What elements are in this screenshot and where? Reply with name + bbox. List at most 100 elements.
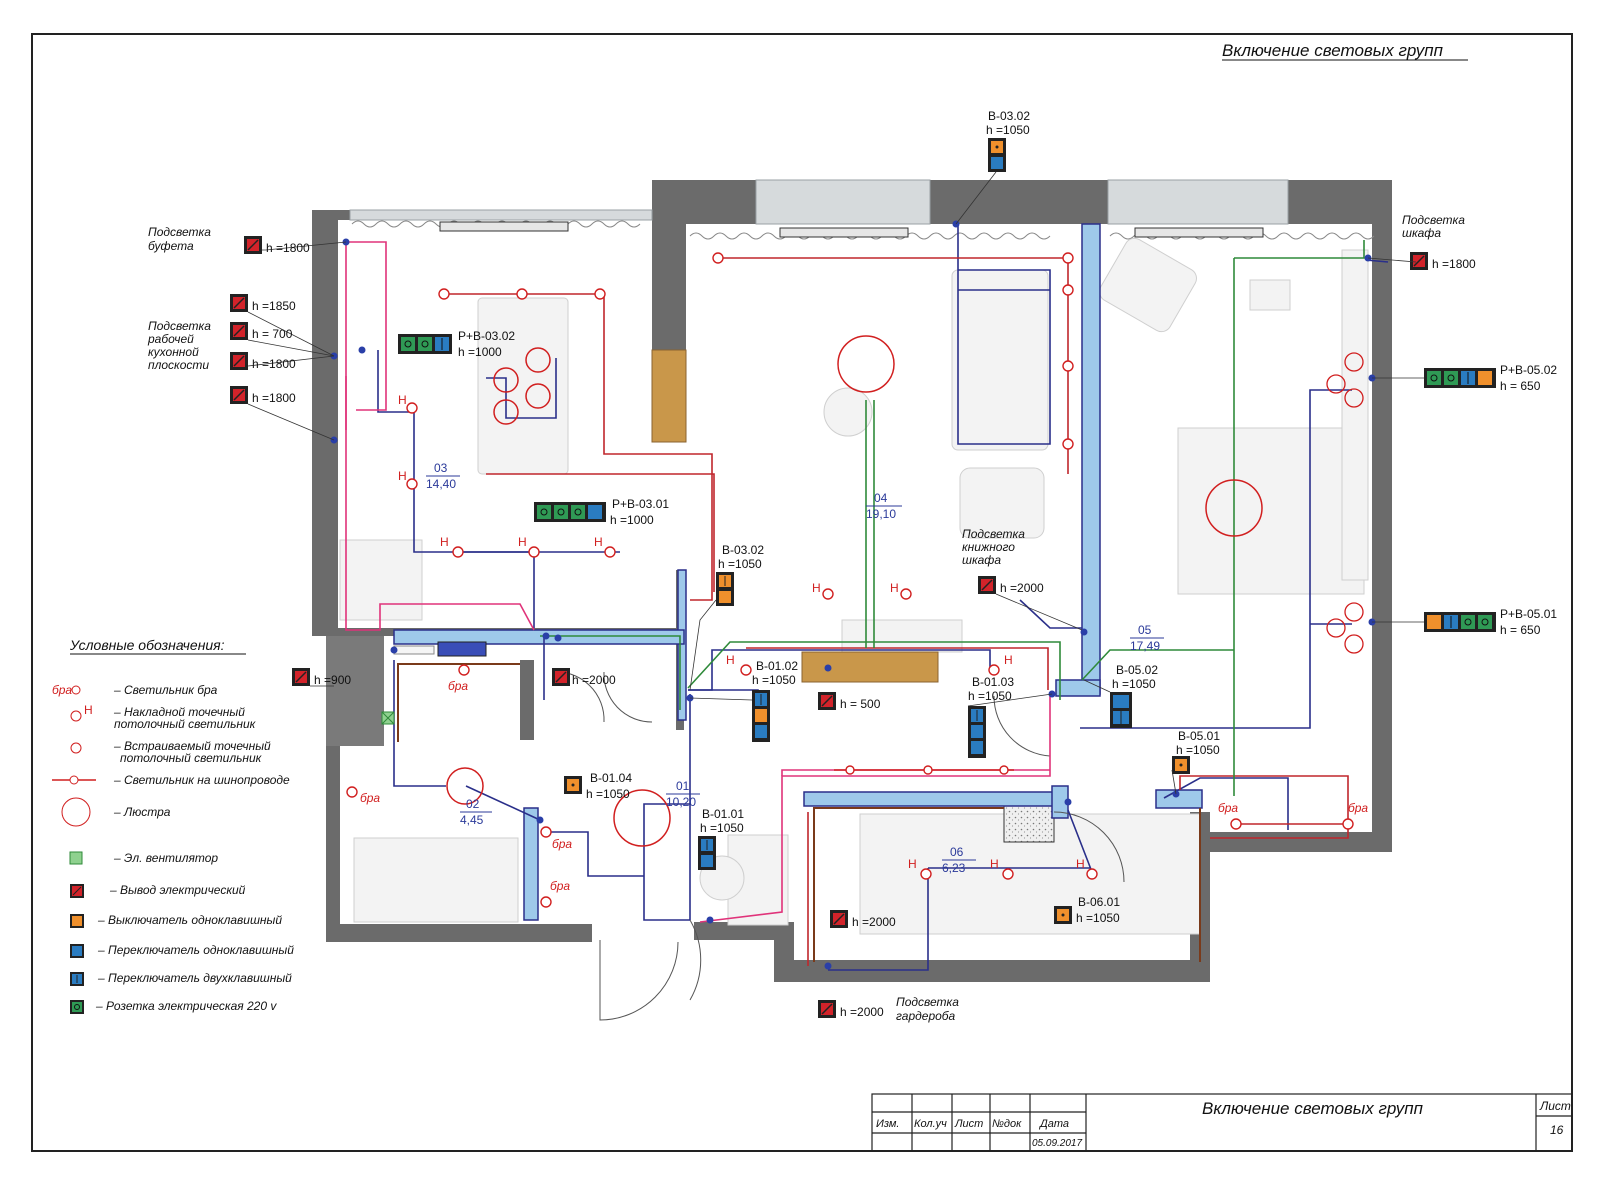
- ducts: [393, 223, 1203, 921]
- svg-text:Н: Н: [440, 535, 449, 549]
- device-height: h =1050: [1076, 911, 1120, 925]
- svg-text:Н: Н: [726, 653, 735, 667]
- sheet-frame: [31, 33, 1573, 1152]
- annotation-kitchen-1: Подсветка: [148, 319, 211, 333]
- legend-item: – Переключатель двухклавишный: [97, 971, 292, 985]
- annotation-kitchen-2: рабочей: [147, 332, 194, 346]
- outlet-height: h =2000: [852, 915, 896, 929]
- legend-item: – Светильник на шинопроводе: [113, 773, 290, 787]
- annotation-bookcase-3: шкафа: [962, 553, 1001, 567]
- svg-text:Н: Н: [1004, 653, 1013, 667]
- wires-green: [540, 240, 1365, 796]
- device-height: h = 650: [1500, 379, 1541, 393]
- wood-panels: [651, 349, 939, 683]
- leader-lines: [247, 171, 1424, 795]
- rail-light: [834, 765, 1014, 775]
- room-04: 04 19,10: [866, 491, 902, 521]
- device-height: h =1000: [610, 513, 654, 527]
- room-06: 066,23: [942, 845, 976, 875]
- doors: [551, 671, 1125, 1021]
- svg-text:Н: Н: [990, 857, 999, 871]
- device-code: В-05.01: [1178, 729, 1220, 743]
- legend-item: – Накладной точечный: [113, 705, 245, 719]
- device-code: В-01.01: [702, 807, 744, 821]
- annotation-bookcase-1: Подсветка: [962, 527, 1025, 541]
- legend-item: – Люстра: [113, 805, 171, 819]
- annotation-bookcase-2: книжного: [962, 540, 1015, 554]
- junction-dots: [330, 220, 1376, 970]
- outlet-height: h =2000: [840, 1005, 884, 1019]
- device-code: В-01.03: [972, 675, 1014, 689]
- walls: [312, 180, 1392, 982]
- legend-item: – Вывод электрический: [109, 883, 246, 897]
- legend-item: – Эл. вентилятор: [113, 851, 218, 865]
- annotation-kitchen-3: кухонной: [148, 345, 199, 359]
- device-code: В-05.02: [1116, 663, 1158, 677]
- svg-text:Н: Н: [1076, 857, 1085, 871]
- legend-item: потолочный светильник: [114, 717, 257, 731]
- device-code: Р+В-03.01: [612, 497, 669, 511]
- outlet-labels: h =1800 h =1850 h = 700 h =1800 h =1800 …: [252, 241, 1476, 1019]
- annotation-garderob-1: Подсветка: [896, 995, 959, 1009]
- electrical-outlets: [230, 236, 1428, 1018]
- svg-text:04: 04: [874, 491, 888, 505]
- device-height: h = 650: [1500, 623, 1541, 637]
- windows: [349, 179, 1289, 225]
- svg-text:19,10: 19,10: [866, 507, 896, 521]
- device-code: Р+В-05.02: [1500, 363, 1557, 377]
- outlet-height: h = 700: [252, 327, 293, 341]
- bedside-lights: [1326, 352, 1364, 654]
- device-height: h =1050: [718, 557, 762, 571]
- legend-item: – Переключатель одноклавишный: [97, 943, 294, 957]
- device-labels: В-03.02 h =1050 Р+В-03.02 h =1000 Р+В-03…: [458, 109, 1557, 925]
- legend-item: – Выключатель одноклавишный: [97, 913, 282, 927]
- outlet-height: h =1800: [1432, 257, 1476, 271]
- title-block-title: Включение световых групп: [1202, 1099, 1424, 1118]
- outlet-height: h =2000: [572, 673, 616, 687]
- legend-item: – Светильник бра: [113, 683, 218, 697]
- spot-lights: [346, 252, 1354, 908]
- device-code: В-06.01: [1078, 895, 1120, 909]
- tb-header-list: Лист: [954, 1118, 983, 1130]
- device-height: h =1050: [968, 689, 1012, 703]
- svg-text:бра: бра: [1348, 801, 1368, 815]
- svg-text:Н: Н: [908, 857, 917, 871]
- outlet-height: h =1850: [252, 299, 296, 313]
- svg-text:17,49: 17,49: [1130, 639, 1160, 653]
- tb-sheet-label: Лист: [1539, 1099, 1571, 1113]
- annotation-wardrobe-2: шкафа: [1402, 226, 1441, 240]
- annotation-bufet-2: буфета: [148, 239, 194, 253]
- device-code: Р+В-03.02: [458, 329, 515, 343]
- tb-date: 05.09.2017: [1032, 1138, 1082, 1149]
- device-code: Р+В-05.01: [1500, 607, 1557, 621]
- svg-text:4,45: 4,45: [460, 813, 484, 827]
- kitchen-counter-dots: [393, 645, 435, 655]
- legend: Условные обозначения: бра Н – Светильник…: [52, 637, 294, 1014]
- svg-text:Н: Н: [398, 469, 407, 483]
- room-02: 024,45: [460, 797, 492, 827]
- fan-symbol: [381, 711, 395, 725]
- svg-text:бра: бра: [448, 679, 468, 693]
- tb-sheet-number: 16: [1550, 1123, 1564, 1137]
- outlet-height: h =1800: [252, 391, 296, 405]
- outlet-height: h =900: [314, 673, 351, 687]
- svg-text:Н: Н: [594, 535, 603, 549]
- device-code: В-03.02: [722, 543, 764, 557]
- device-height: h =1000: [458, 345, 502, 359]
- wardrobe-outlines: [397, 663, 1201, 962]
- device-height: h =1050: [986, 123, 1030, 137]
- outlet-height: h = 500: [840, 697, 881, 711]
- svg-text:Н: Н: [518, 535, 527, 549]
- tb-header-doc: №док: [992, 1118, 1022, 1130]
- title-block-text: Включение световых групп Изм. Кол.уч Лис…: [876, 1099, 1571, 1149]
- device-code: В-03.02: [988, 109, 1030, 123]
- device-height: h =1050: [752, 673, 796, 687]
- outlet-height: h =2000: [1000, 581, 1044, 595]
- title-block: [871, 1093, 1573, 1152]
- page-title: Включение световых групп: [1222, 41, 1444, 60]
